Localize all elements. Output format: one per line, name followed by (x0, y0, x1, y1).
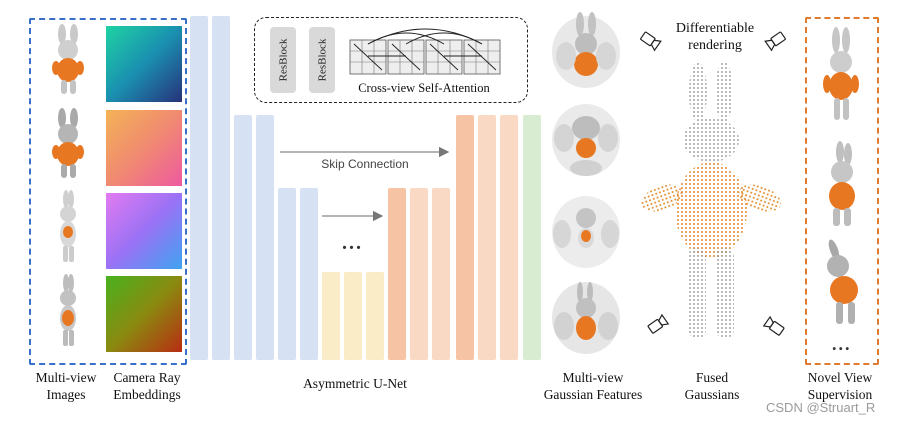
unet-decoder-bar-6 (500, 115, 518, 360)
label-gaussian-features: Multi-view Gaussian Features (543, 370, 643, 402)
input-group-box (29, 18, 187, 365)
gradient-swatch-3 (106, 193, 182, 269)
gaussian-feature-3 (552, 196, 620, 268)
unet-decoder-bar-1 (388, 188, 406, 360)
ellipsis-novel-view: ... (832, 334, 852, 354)
unet-encoder-bar-1 (190, 16, 208, 360)
unet-encoder-bar-6 (300, 188, 318, 360)
watermark: CSDN @Struart_R (766, 400, 876, 415)
camera-icon (764, 31, 786, 52)
ellipsis-unet: ... (342, 232, 363, 254)
rabbit-image-view-4 (60, 274, 76, 346)
unet-bottleneck-bar-1 (322, 272, 340, 360)
resblock-1-label: ResBlock (277, 38, 289, 82)
label-multiview-images: Multi-view Images (35, 370, 97, 402)
gradient-swatch-2 (106, 110, 182, 186)
resblock-1: ResBlock (270, 27, 296, 93)
unet-decoder-bar-4 (456, 115, 474, 360)
unet-output-bar (523, 115, 541, 360)
novel-view-box (805, 17, 879, 365)
resblock-2: ResBlock (309, 27, 335, 93)
fused-gaussians-rabbit (640, 62, 782, 338)
attention-grid (349, 28, 501, 75)
unet-decoder-bar-2 (410, 188, 428, 360)
unet-encoder-bar-2 (212, 16, 230, 360)
unet-bottleneck-bar-2 (344, 272, 362, 360)
resblock-2-label: ResBlock (316, 38, 328, 82)
camera-icon (762, 316, 785, 336)
label-camera-ray: Camera Ray Embeddings (113, 370, 181, 402)
camera-icon (647, 314, 670, 334)
unet-encoder-bar-4 (256, 115, 274, 360)
label-novel-view-supervision: Novel View Supervision (807, 370, 873, 402)
rabbit-image-view-2 (52, 108, 84, 178)
unet-decoder-bar-5 (478, 115, 496, 360)
label-differentiable-rendering: Differentiable rendering (675, 21, 755, 53)
gradient-swatch-4 (106, 276, 182, 352)
rabbit-image-novel-1 (823, 27, 859, 120)
label-skip-connection: Skip Connection (321, 157, 409, 171)
camera-icon (640, 31, 662, 52)
gaussian-feature-4 (552, 282, 620, 354)
gaussian-feature-2 (552, 104, 620, 176)
rabbit-image-view-3 (60, 190, 76, 262)
skip-arrows (280, 146, 450, 222)
unet-bottleneck-bar-3 (366, 272, 384, 360)
unet-encoder-bar-5 (278, 188, 296, 360)
attention-inset-box (254, 17, 528, 103)
gaussian-feature-1 (552, 12, 620, 88)
unet-decoder-bar-3 (432, 188, 450, 360)
label-fused-gaussians: Fused Gaussians (684, 370, 740, 402)
label-cross-view-attention: Cross-view Self-Attention (358, 81, 490, 95)
unet-encoder-bar-3 (234, 115, 252, 360)
rabbit-image-novel-3 (827, 239, 858, 324)
gradient-swatch-1 (106, 26, 182, 102)
label-asymmetric-unet: Asymmetric U-Net (303, 376, 407, 391)
rabbit-image-novel-2 (829, 141, 855, 226)
rabbit-image-view-1 (52, 24, 84, 94)
